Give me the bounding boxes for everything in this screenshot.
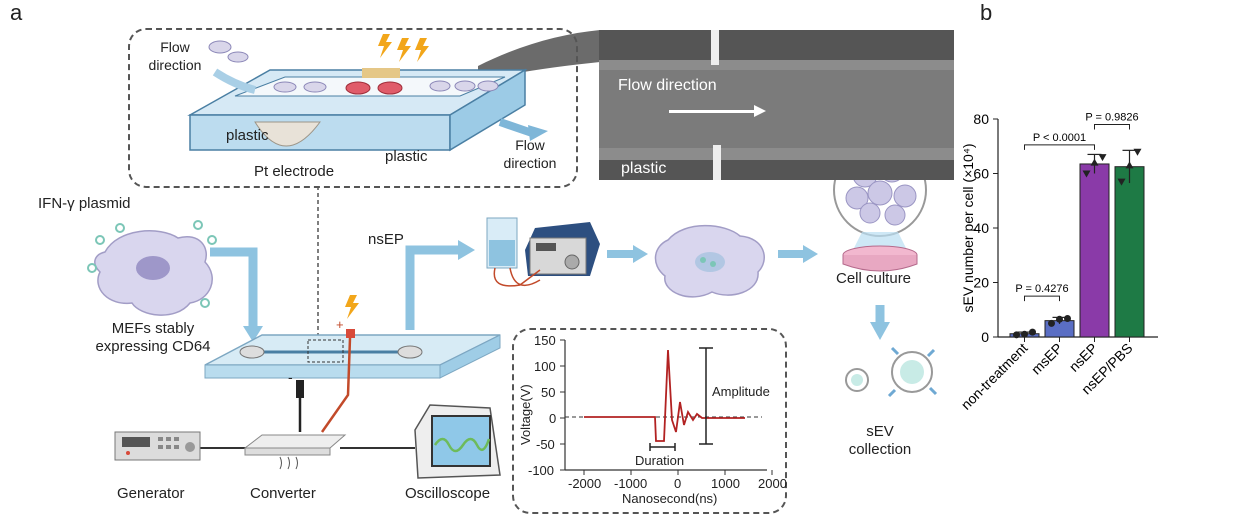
oscilloscope-device [414,404,501,479]
y-axis-label: sEV number per cell (×10⁴) [960,143,976,312]
flow-direction-right-label: Flow direction [500,136,560,172]
microfluidic-chip [204,295,501,398]
sem-micrograph: Flow direction plastic [599,30,954,180]
data-point [1029,328,1036,336]
pulse-ytick: 50 [541,385,556,400]
nsep-label: nsEP [368,231,404,248]
pulse-ytick: -100 [528,463,555,478]
y-tick-label: 20 [973,275,989,291]
flow-label-line1: Flow [515,137,545,153]
converter-label: Converter [250,485,316,502]
oscilloscope-label: Oscilloscope [405,485,491,502]
p-value-label: P = 0.4276 [1015,283,1068,295]
significance-bracket [1024,144,1095,150]
flow-direction-top-label: Flow direction [140,38,210,74]
sev-line1: sEV [866,423,894,440]
sev-bar-chart: 0 20 40 60 80 sEV number per cell (×10⁴) non-t… [960,111,1158,413]
y-tick-label: 0 [981,329,989,345]
pt-electrode-label: Pt electrode [254,163,335,180]
flow-label-line2: direction [148,57,202,73]
data-point [1082,170,1091,178]
mef-line1: MEFs stably [111,320,195,337]
p-value-label: P < 0.0001 [1033,132,1086,144]
data-point [1048,319,1055,327]
data-point [1064,314,1071,322]
pulse-ytick: 150 [534,333,556,348]
data-point [1090,158,1099,166]
panel-b-letter: b [980,0,993,25]
p-value-label: P = 0.9826 [1085,111,1138,123]
panel-a-letter: a [10,0,23,25]
pulse-ytick: 100 [534,359,556,374]
sem-plastic-label: plastic [621,160,667,177]
duration-label: Duration [635,453,685,468]
significance-bracket [1094,123,1130,130]
x-tick-label: non-treatment [960,340,1031,413]
channel-inset-box [128,28,578,188]
plasmid-label: IFN-γ plasmid [38,195,131,212]
electroporated-cell-illustration [654,224,765,298]
data-point [1021,330,1028,338]
polarity-plus-label: + [336,317,344,332]
electroporator-device [486,217,600,287]
pulse-xtick: -1000 [614,476,648,491]
flow-label-line1: Flow [160,39,190,55]
sev-collection-label: sEV collection [840,423,920,459]
sem-flow-direction-label: Flow direction [618,77,717,94]
mef-label: MEFs stably expressing CD64 [78,320,228,356]
generator-label: Generator [117,485,185,502]
plastic-left-label: plastic [226,127,269,144]
cell-culture-label: Cell culture [836,270,912,287]
pulse-ytick: 0 [549,411,557,426]
y-tick-label: 40 [973,220,989,236]
amplitude-label: Amplitude [712,384,770,399]
y-tick-label: 60 [973,166,989,182]
significance-bracket [1024,295,1060,302]
data-point [1117,178,1126,186]
data-point [1056,315,1063,323]
x-tick-label: msEP [1028,340,1066,378]
converter-device [243,434,347,470]
sev-line2: collection [848,441,912,458]
data-point [1133,148,1142,156]
pulse-chart-box [512,328,787,514]
pulse-chart-inset [560,339,773,475]
pulse-xtick: 1000 [711,476,740,491]
flow-label-line2: direction [503,155,557,171]
data-point [1013,331,1020,339]
y-tick-label: 80 [973,111,989,127]
pulse-ytick: -50 [536,437,555,452]
polarity-minus-label: - [288,369,293,385]
sev-illustration [845,346,938,398]
generator-device [114,431,201,461]
plastic-right-label: plastic [385,148,428,165]
microchannel-illustration [187,34,548,152]
bar [1114,166,1145,338]
pulse-xtick: -2000 [568,476,602,491]
data-point [1098,154,1107,162]
mef-line2: expressing CD64 [95,338,211,355]
data-point [1125,161,1134,169]
pulse-xlabel: Nanosecond(ns) [622,491,718,506]
mef-cell-illustration [87,220,217,316]
pulse-xtick: 2000 [758,476,787,491]
pulse-ylabel: Voltage(V) [518,384,533,445]
bar [1079,163,1110,338]
pulse-xtick: 0 [674,476,682,491]
